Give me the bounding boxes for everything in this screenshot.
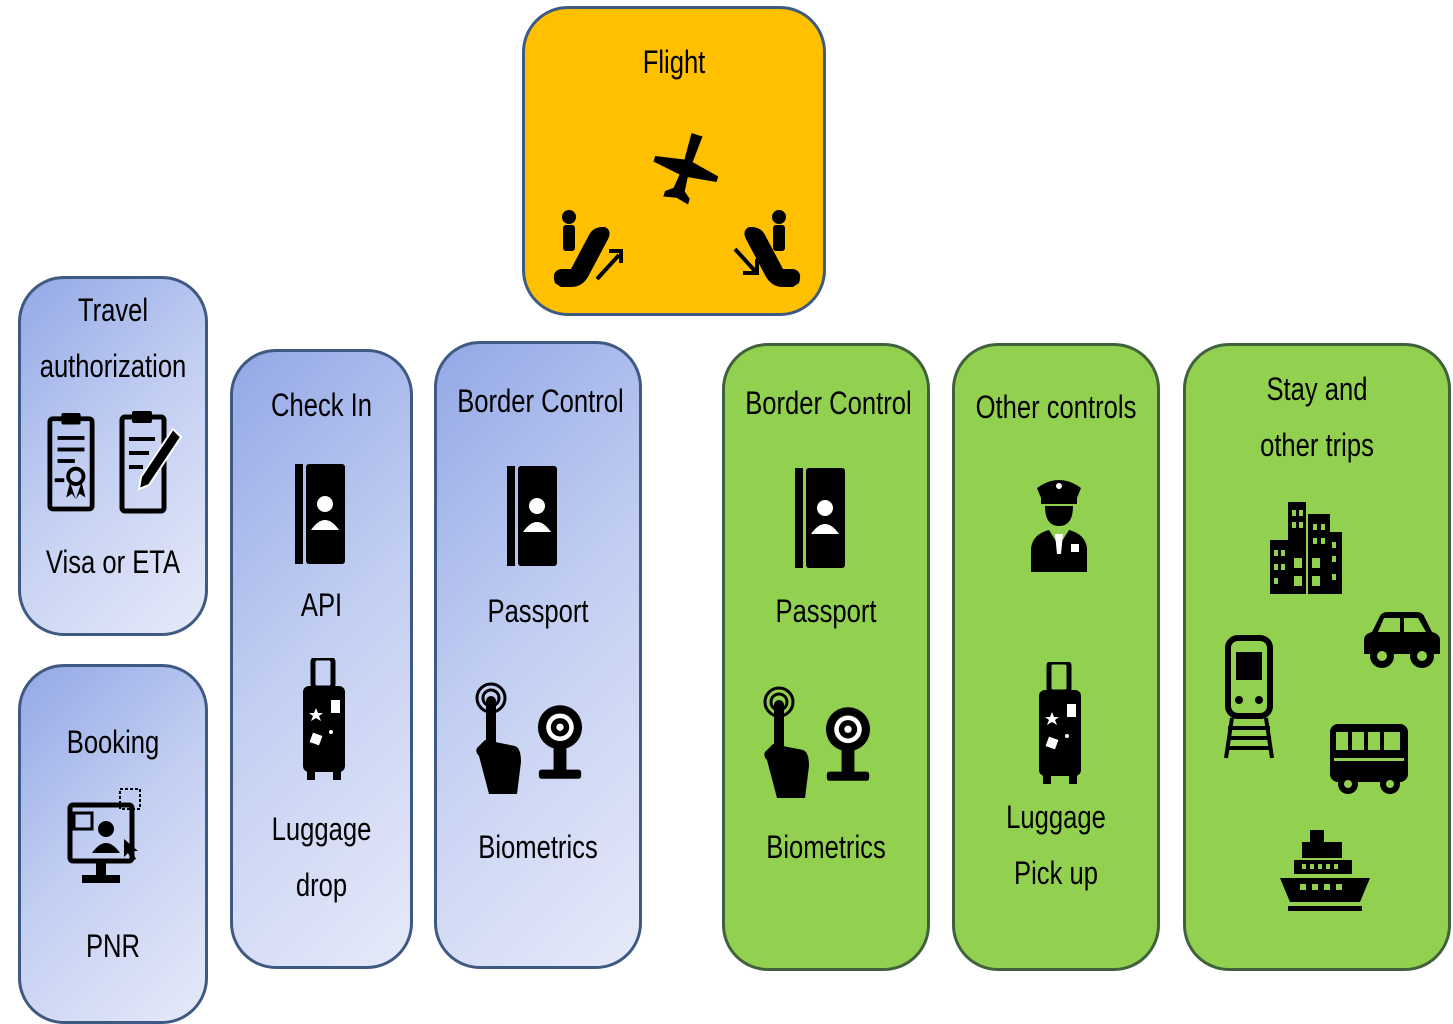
flight-box: Flight [522,6,826,316]
passport-icon [295,464,345,564]
car-icon [1364,612,1440,668]
passport-icon [795,468,845,568]
luggage-icon [1037,662,1083,786]
train-icon [1224,635,1274,759]
biometrics-label: Biometrics [478,829,598,865]
border-control-arrival-box: Border Control Passport Biometrics [722,343,930,971]
check-in-box: Check In API Luggage drop [230,349,413,969]
border-control-arrival-title: Border Control [745,385,912,421]
fingerprint-touch-icon [763,686,809,800]
ship-icon [1280,830,1370,911]
passport-icon [507,466,557,566]
border-control-departure-title: Border Control [457,383,624,419]
travel-authorization-title-line1: Travel [77,292,149,328]
escalator-up-icon [553,210,623,287]
airplane-icon [653,132,719,205]
biometrics-label: Biometrics [766,829,886,865]
police-officer-icon [1031,480,1087,572]
pnr-label: PNR [85,928,141,964]
visa-or-eta-label: Visa or ETA [45,544,181,580]
travel-authorization-box: Travel authorization Visa or ETA [18,276,208,636]
stay-title-line1: Stay and [1266,371,1368,407]
fingerprint-touch-icon [475,682,521,796]
flight-title: Flight [642,44,706,80]
booking-box: Booking PNR [18,664,208,1024]
travel-authorization-title-line2: authorization [39,348,187,384]
stay-and-other-trips-box: Stay and other trips [1183,343,1451,971]
api-label: API [300,587,343,623]
luggage-drop-label-line1: Luggage [271,811,372,847]
stay-title-line2: other trips [1260,427,1374,463]
passport-label: Passport [487,593,589,629]
luggage-pick-up-label-line1: Luggage [1006,799,1106,835]
certificate-icon [47,413,95,512]
luggage-icon [301,658,347,782]
form-edit-icon [119,411,183,514]
webcam-icon [823,698,873,790]
bus-icon [1330,724,1408,794]
luggage-pick-up-label-line2: Pick up [1014,855,1098,891]
border-control-departure-box: Border Control Passport Biometrics [434,341,642,969]
luggage-drop-label-line2: drop [295,867,348,903]
check-in-title: Check In [270,387,373,423]
webcam-icon [535,696,585,788]
escalator-down-icon [733,210,801,287]
passport-label: Passport [775,593,877,629]
other-controls-title: Other controls [975,389,1137,425]
other-controls-box: Other controls Luggage Pick up [952,343,1160,971]
booking-title: Booking [66,724,160,760]
city-buildings-icon [1270,502,1342,594]
online-booking-icon [67,788,141,883]
